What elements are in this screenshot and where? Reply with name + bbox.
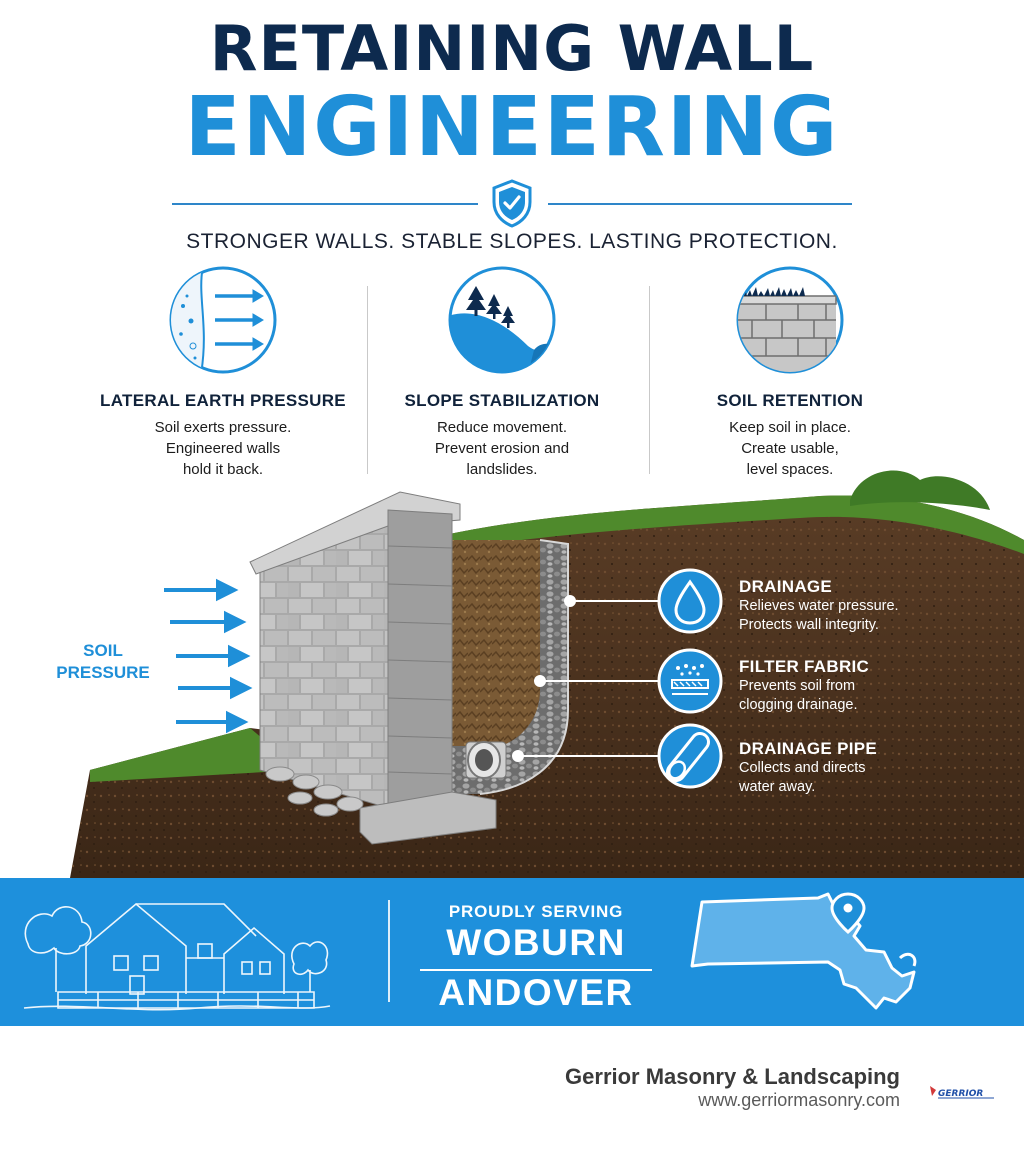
soil-pressure-label: SOIL PRESSURE: [48, 640, 158, 684]
callout-text-line: Protects wall integrity.: [739, 617, 879, 633]
callout-title: DRAINAGE: [739, 577, 833, 596]
callout-text-line: Relieves water pressure.: [739, 598, 899, 614]
feature-text-line: Prevent erosion and: [434, 440, 570, 457]
feature-title: SOIL RETENTION: [716, 391, 864, 410]
soil-pressure-line: PRESSURE: [56, 663, 150, 682]
feature-divider: [367, 286, 368, 474]
logo-mark-icon: GERRIOR: [930, 1086, 994, 1099]
header-rule-left: [172, 203, 478, 205]
banner-divider: [388, 900, 390, 1002]
feature-title: SLOPE STABILIZATION: [404, 391, 600, 410]
filter-fabric-icon: [657, 648, 723, 714]
logo-text: GERRIOR: [938, 1089, 983, 1099]
house-outline-icon: [23, 902, 331, 1011]
slope-trees-icon: [448, 266, 556, 374]
feature-slope-stabilization: SLOPE STABILIZATION Reduce movement. Pre…: [352, 266, 652, 480]
massachusetts-map-icon: [690, 892, 917, 1010]
callout-filter-fabric: FILTER FABRIC Prevents soil from cloggin…: [739, 657, 869, 715]
feature-text-line: hold it back.: [182, 461, 264, 478]
city-andover: ANDOVER: [438, 972, 634, 1013]
callout-title: FILTER FABRIC: [739, 657, 870, 676]
feature-text-line: Soil exerts pressure.: [154, 419, 292, 436]
callout-drainage-pipe: DRAINAGE PIPE Collects and directs water…: [739, 739, 877, 797]
company-logo: GERRIOR: [928, 1082, 998, 1102]
shield-check-icon: [492, 179, 532, 228]
feature-text-line: Create usable,: [741, 440, 839, 457]
water-drop-icon: [657, 568, 723, 634]
pipe-icon: [657, 723, 723, 789]
feature-text-line: Engineered walls: [165, 440, 281, 457]
feature-text-line: Keep soil in place.: [729, 419, 851, 436]
title-line-1: RETAINING WALL: [209, 12, 815, 85]
company-name: Gerrior Masonry & Landscaping: [565, 1064, 900, 1089]
feature-title: LATERAL EARTH PRESSURE: [100, 391, 346, 410]
feature-soil-retention: SOIL RETENTION Keep soil in place. Creat…: [640, 266, 940, 480]
callout-drainage: DRAINAGE Relieves water pressure. Protec…: [739, 577, 899, 635]
retaining-wall-cross-section: [70, 470, 1024, 878]
feature-divider: [649, 286, 650, 474]
callout-text-line: clogging drainage.: [739, 697, 858, 713]
feature-text-line: landslides.: [466, 461, 538, 478]
website-link[interactable]: www.gerriormasonry.com: [698, 1090, 900, 1110]
callout-text-line: water away.: [739, 779, 816, 795]
city-woburn: WOBURN: [446, 922, 626, 963]
header-rule-right: [548, 203, 852, 205]
feature-lateral-earth-pressure: LATERAL EARTH PRESSURE Soil exerts press…: [73, 266, 373, 480]
feature-text-line: Reduce movement.: [436, 419, 568, 436]
feature-text-line: level spaces.: [746, 461, 834, 478]
soil-pressure-arrows: [164, 578, 253, 734]
soil-pressure-line: SOIL: [83, 641, 123, 660]
block-wall-icon: [736, 266, 844, 374]
callout-title: DRAINAGE PIPE: [739, 739, 878, 758]
pressure-arrows-icon: [169, 266, 277, 374]
drainage-pipe-drawing: [465, 741, 507, 779]
service-area-banner: [0, 878, 1024, 1026]
title-line-2: ENGINEERING: [184, 80, 840, 175]
callout-text-line: Prevents soil from: [739, 678, 856, 694]
proudly-serving-label: PROUDLY SERVING: [448, 902, 624, 921]
tagline: STRONGER WALLS. STABLE SLOPES. LASTING P…: [186, 230, 838, 253]
callout-text-line: Collects and directs: [739, 760, 866, 776]
city-divider: [420, 969, 652, 971]
